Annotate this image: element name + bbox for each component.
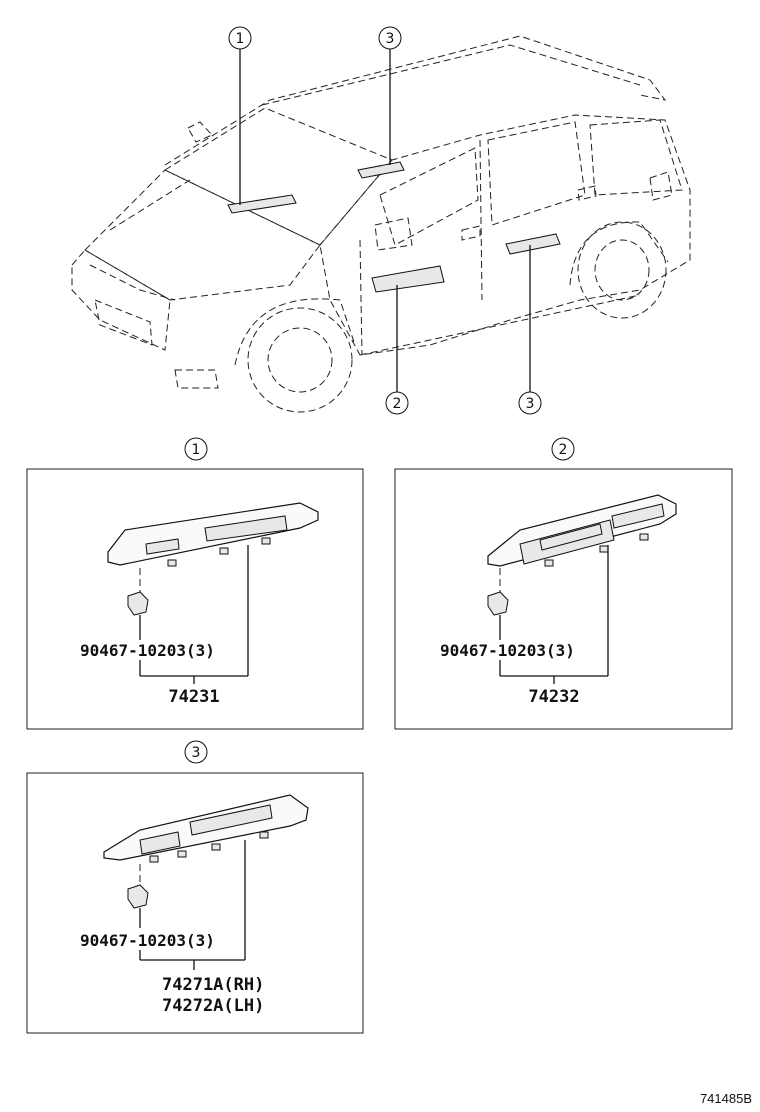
callout-label: 3 <box>386 31 395 47</box>
panel-2-part <box>487 494 677 684</box>
callout-label: 2 <box>393 396 402 412</box>
panel-3-clip-part-number: 90467-10203(3) <box>80 931 215 950</box>
vehicle-callout-1[interactable]: 1 <box>228 26 252 205</box>
vehicle-callout-3-roof[interactable]: 3 <box>378 26 402 165</box>
diagram-id: 741485B <box>699 1091 752 1106</box>
panel-3-label[interactable]: 3 <box>184 740 208 764</box>
panel-number: 2 <box>559 442 568 458</box>
callout-label: 1 <box>236 31 245 47</box>
panel-2-label[interactable]: 2 <box>551 437 575 461</box>
vehicle-callout-3-door[interactable]: 3 <box>518 245 542 415</box>
panel-1-clip-part-number: 90467-10203(3) <box>80 641 215 660</box>
callout-label: 3 <box>526 396 535 412</box>
panel-2-assembly-part-number: 74232 <box>528 687 579 707</box>
vehicle-callout-2[interactable]: 2 <box>385 285 409 415</box>
panel-3-part <box>103 794 309 970</box>
panel-1-part <box>107 502 319 684</box>
panel-3-assembly-part-number-rh: 74271A(RH) <box>162 975 264 995</box>
clip-icon <box>127 591 149 616</box>
panel-1-label[interactable]: 1 <box>184 437 208 461</box>
panel-3-assembly-part-number-lh: 74272A(LH) <box>162 996 264 1016</box>
panel-2-clip-part-number: 90467-10203(3) <box>440 641 575 660</box>
panel-number: 1 <box>192 442 201 458</box>
clip-icon <box>487 591 509 616</box>
panel-number: 3 <box>192 745 201 761</box>
panel-1-assembly-part-number: 74231 <box>168 687 219 707</box>
clip-icon <box>127 884 149 909</box>
vehicle-illustration <box>71 35 691 413</box>
